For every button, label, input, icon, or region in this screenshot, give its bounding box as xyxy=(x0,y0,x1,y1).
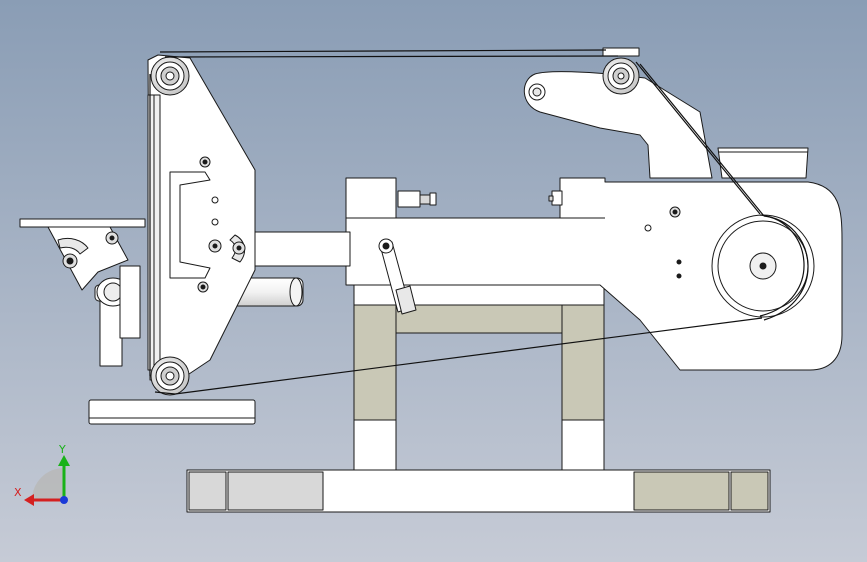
base-slot-right xyxy=(633,471,730,511)
abrasive-belt xyxy=(149,49,809,395)
platen-slot xyxy=(169,171,211,279)
clamp-right xyxy=(548,190,563,206)
support-bar xyxy=(239,231,351,267)
z-axis-dot xyxy=(60,496,68,504)
x-axis-head xyxy=(24,494,34,506)
stand-frame xyxy=(353,284,605,471)
stand-foot-right xyxy=(561,419,605,471)
clamp-left xyxy=(397,190,437,208)
platen-bolt-4 xyxy=(211,218,219,226)
tracking-roller xyxy=(602,47,640,95)
axis-triad: X Y xyxy=(14,443,70,506)
bottom-table xyxy=(88,399,256,425)
bottom-idler-roller xyxy=(150,356,190,396)
stand-foot-left xyxy=(353,419,397,471)
dust-hood xyxy=(717,147,809,179)
tension-arm-pivot-inner xyxy=(532,87,542,97)
main-arm xyxy=(345,177,843,371)
top-idler-roller xyxy=(150,56,190,96)
base-rail xyxy=(186,469,771,513)
arm-bolt-2 xyxy=(644,224,652,232)
y-axis-label: Y xyxy=(58,443,66,456)
arm-hole-3 xyxy=(676,259,682,265)
base-end-block-left xyxy=(188,471,227,511)
stand-crossbar xyxy=(395,304,563,334)
arm-bolt-1-core xyxy=(672,209,678,215)
arm-hole-4 xyxy=(676,273,682,279)
work-rest xyxy=(19,218,146,367)
x-axis-label: X xyxy=(14,486,22,499)
y-axis-head xyxy=(58,455,70,466)
platen-bolt-3 xyxy=(211,196,219,204)
triad-grey-quadrant xyxy=(32,468,64,500)
drive-wheel-bolt xyxy=(759,262,767,270)
base-slot-left xyxy=(227,471,324,511)
base-end-block-right xyxy=(730,471,769,511)
gas-spring xyxy=(378,238,417,315)
support-tube-end xyxy=(289,277,303,307)
